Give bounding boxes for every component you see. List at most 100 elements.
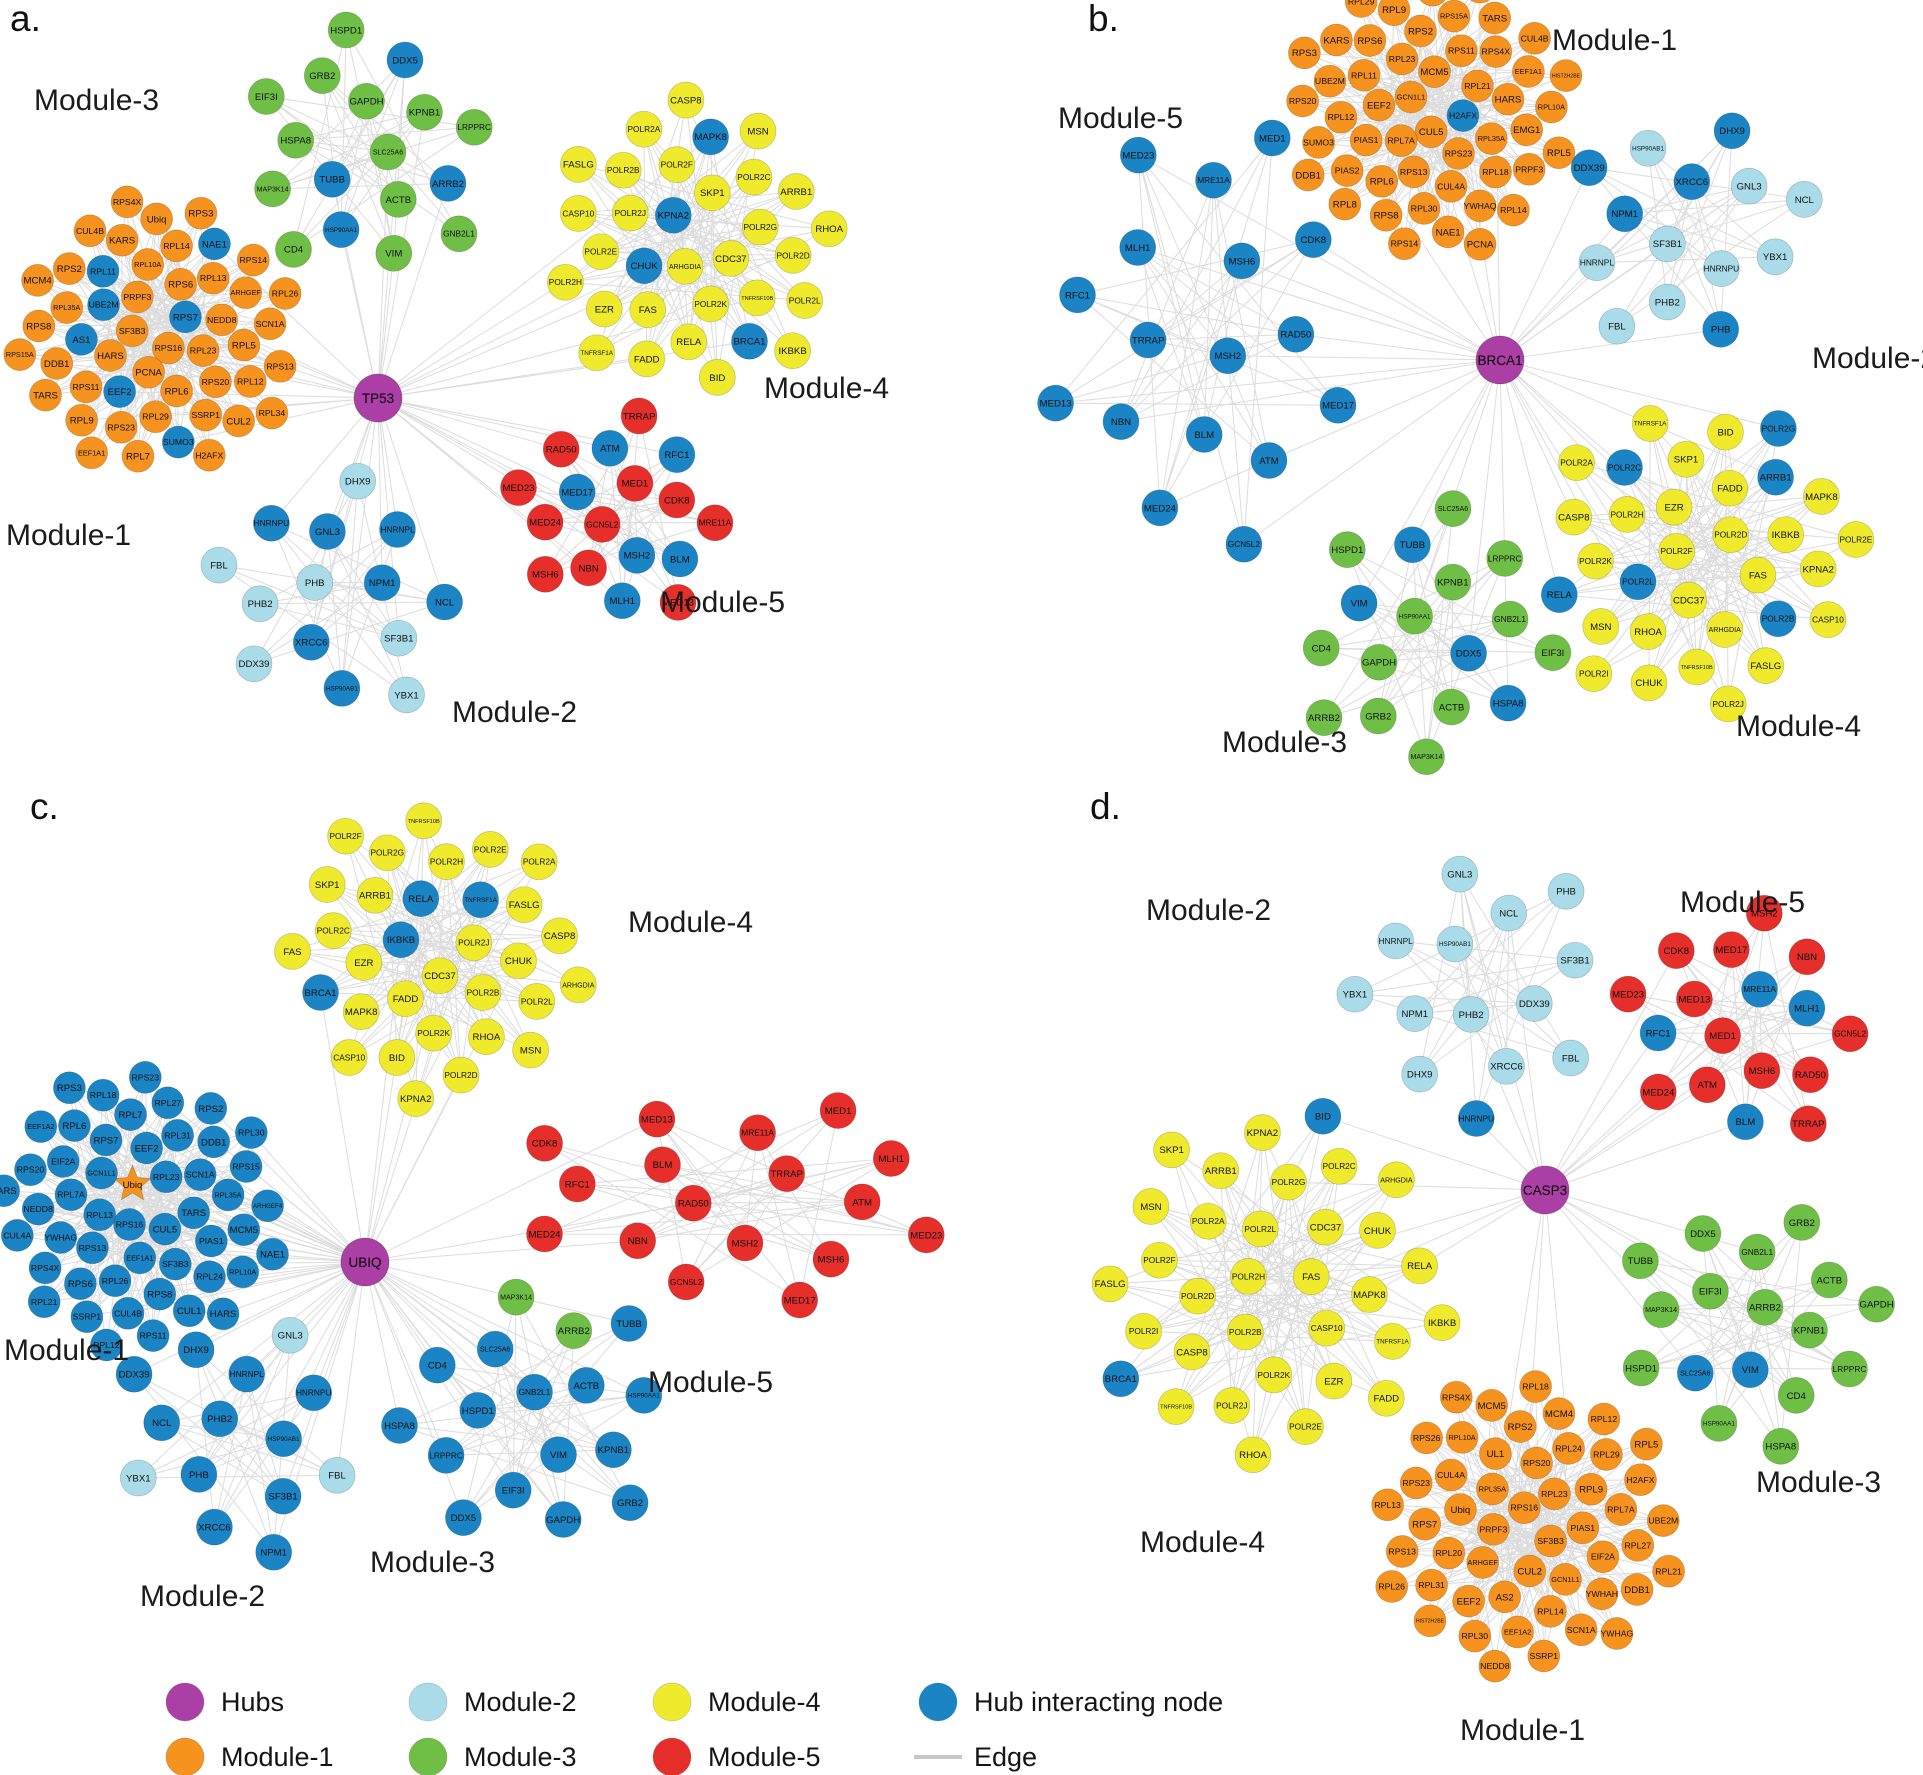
node-FAS[interactable]: FAS <box>1292 1258 1330 1295</box>
node-LRPPRC[interactable]: LRPPRC <box>1486 540 1524 577</box>
node-CASP10[interactable]: CASP10 <box>1308 1309 1346 1347</box>
node-RHOA[interactable]: RHOA <box>1629 613 1667 650</box>
node-MSH2[interactable]: MSH2 <box>618 537 656 574</box>
node-ARHGEF[interactable]: ARHGEF <box>1466 1546 1500 1579</box>
node-CDK8[interactable]: CDK8 <box>1294 221 1332 258</box>
node-RPL21[interactable]: RPL21 <box>1461 69 1494 103</box>
node-TARS[interactable]: TARS <box>29 378 62 412</box>
node-POLR2F[interactable]: POLR2F <box>327 817 364 855</box>
node-CASP10[interactable]: CASP10 <box>1809 601 1847 638</box>
node-HARS[interactable]: HARS <box>1491 82 1525 116</box>
node-MCM4[interactable]: MCM4 <box>1542 1397 1576 1430</box>
node-RPS2[interactable]: RPS2 <box>52 252 86 285</box>
node-CASP8[interactable]: CASP8 <box>541 917 578 955</box>
node-RPL14[interactable]: RPL14 <box>1534 1595 1567 1628</box>
node-POLR2I[interactable]: POLR2I <box>1125 1312 1162 1350</box>
node-PCNA[interactable]: PCNA <box>132 355 165 389</box>
node-NPM1[interactable]: NPM1 <box>1396 995 1434 1032</box>
node-HIST2H2BE[interactable]: HIST2H2BE <box>1413 1604 1447 1638</box>
node-RPS16[interactable]: RPS16 <box>113 1208 146 1241</box>
node-POLR2C[interactable]: POLR2C <box>314 912 352 949</box>
node-MAPK8[interactable]: MAPK8 <box>1351 1276 1388 1313</box>
node-RPS16[interactable]: RPS16 <box>1507 1491 1541 1525</box>
node-GNL3[interactable]: GNL3 <box>1730 167 1768 205</box>
node-POLR2B[interactable]: POLR2B <box>1226 1313 1264 1351</box>
node-IKBKB[interactable]: IKBKB <box>382 921 420 959</box>
node-SLC25A6[interactable]: SLC25A6 <box>369 133 407 171</box>
node-RPS15[interactable]: RPS15 <box>229 1150 263 1183</box>
node-SF3B3[interactable]: SF3B3 <box>158 1247 192 1281</box>
node-GCN1L1[interactable]: GCN1L1 <box>85 1156 118 1190</box>
hub-TP53[interactable]: TP53 <box>353 373 403 423</box>
node-XRCC6[interactable]: XRCC6 <box>196 1508 233 1546</box>
node-POLR2D[interactable]: POLR2D <box>774 237 812 274</box>
node-EZR[interactable]: EZR <box>1655 488 1693 526</box>
node-ARRB2[interactable]: ARRB2 <box>555 1312 593 1349</box>
node-RPS14[interactable]: RPS14 <box>1388 227 1421 261</box>
node-MSH6[interactable]: MSH6 <box>526 555 564 593</box>
node-POLR2J[interactable]: POLR2J <box>611 194 649 232</box>
node-MSH2[interactable]: MSH2 <box>726 1224 764 1262</box>
node-RPL14[interactable]: RPL14 <box>160 229 193 263</box>
node-NAE1[interactable]: NAE1 <box>1431 215 1465 249</box>
node-RELA[interactable]: RELA <box>1540 576 1578 613</box>
node-RPL5[interactable]: RPL5 <box>1630 1427 1663 1461</box>
node-IKBKB[interactable]: IKBKB <box>1767 516 1805 554</box>
node-RPS8[interactable]: RPS8 <box>1369 198 1403 232</box>
node-MED13[interactable]: MED13 <box>1037 384 1074 422</box>
node-RHOA[interactable]: RHOA <box>468 1018 505 1056</box>
node-MED24[interactable]: MED24 <box>526 1215 563 1253</box>
node-TNFRSF10B[interactable]: TNFRSF10B <box>738 279 776 317</box>
node-CASP10[interactable]: CASP10 <box>559 195 597 232</box>
node-RPS8[interactable]: RPS8 <box>143 1277 177 1311</box>
node-RPL18[interactable]: RPL18 <box>1519 1370 1552 1403</box>
node-AS1[interactable]: AS1 <box>65 323 98 356</box>
node-RAD50[interactable]: RAD50 <box>1792 1056 1829 1094</box>
node-MSH6[interactable]: MSH6 <box>1743 1052 1781 1089</box>
node-POLR2J[interactable]: POLR2J <box>1213 1387 1251 1424</box>
node-EIF2A[interactable]: EIF2A <box>1586 1540 1620 1574</box>
node-RPL29[interactable]: RPL29 <box>139 400 172 434</box>
node-BRCA1[interactable]: BRCA1 <box>1102 1360 1140 1398</box>
node-MED13[interactable]: MED13 <box>1676 980 1713 1018</box>
node-TUBB[interactable]: TUBB <box>1622 1242 1659 1280</box>
node-RPL11[interactable]: RPL11 <box>1347 58 1381 92</box>
node-HNRNPL[interactable]: HNRNPL <box>379 511 416 548</box>
node-MSN[interactable]: MSN <box>739 112 777 150</box>
node-IKBKB[interactable]: IKBKB <box>1423 1304 1461 1341</box>
node-GRB2[interactable]: GRB2 <box>1359 697 1397 735</box>
node-DDX39[interactable]: DDX39 <box>235 645 273 683</box>
node-CHUK[interactable]: CHUK <box>1630 664 1668 702</box>
node-PCNA[interactable]: PCNA <box>1463 227 1497 261</box>
node-HSPD1[interactable]: HSPD1 <box>1328 531 1366 568</box>
node-RAD50[interactable]: RAD50 <box>1277 315 1315 353</box>
node-RPL10A[interactable]: RPL10A <box>1445 1421 1479 1454</box>
node-RPS4X[interactable]: RPS4X <box>110 185 144 219</box>
node-RPL7A[interactable]: RPL7A <box>54 1178 88 1212</box>
node-VIM[interactable]: VIM <box>540 1436 577 1473</box>
node-POLR2D[interactable]: POLR2D <box>1712 516 1750 554</box>
node-UBE2M[interactable]: UBE2M <box>87 288 120 322</box>
node-POLR2L[interactable]: POLR2L <box>518 983 556 1020</box>
node-CUL2[interactable]: CUL2 <box>1513 1554 1547 1588</box>
node-MED24[interactable]: MED24 <box>1141 489 1179 527</box>
node-HSPD1[interactable]: HSPD1 <box>459 1392 497 1429</box>
node-RPL9[interactable]: RPL9 <box>1377 0 1411 27</box>
node-RFC1[interactable]: RFC1 <box>558 1165 596 1203</box>
node-BLM[interactable]: BLM <box>1185 416 1223 453</box>
node-Ubiq[interactable]: Ubiq <box>1444 1493 1477 1526</box>
node-RHOA[interactable]: RHOA <box>1234 1436 1272 1474</box>
node-XRCC6[interactable]: XRCC6 <box>292 623 330 661</box>
node-TNFRSF10B[interactable]: TNFRSF10B <box>405 802 443 840</box>
node-POLR2E[interactable]: POLR2E <box>582 233 620 271</box>
node-TNFRSF1A[interactable]: TNFRSF1A <box>462 881 499 919</box>
node-EEF2[interactable]: EEF2 <box>1362 88 1396 122</box>
node-POLR2A[interactable]: POLR2A <box>1558 444 1595 482</box>
node-HARS[interactable]: HARS <box>206 1297 240 1331</box>
node-POLR2A[interactable]: POLR2A <box>1189 1202 1227 1240</box>
node-RPL23[interactable]: RPL23 <box>186 334 220 367</box>
node-RPS23[interactable]: RPS23 <box>104 410 138 444</box>
node-DDX39[interactable]: DDX39 <box>1515 985 1553 1022</box>
node-RPL34[interactable]: RPL34 <box>255 396 289 430</box>
node-ARRB2[interactable]: ARRB2 <box>1746 1288 1784 1326</box>
